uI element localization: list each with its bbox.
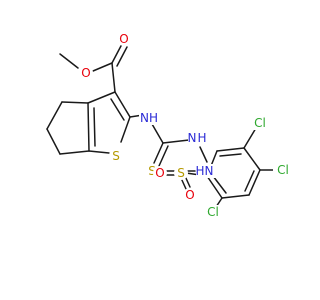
svg-text:O: O (81, 66, 90, 80)
hydrazine-n1: N H (188, 131, 208, 145)
bond-o-carbonyl (92, 62, 113, 72)
ester-oxygen-double: O (117, 32, 131, 46)
bond-ring-2-3 (216, 147, 245, 152)
svg-text:S: S (177, 166, 185, 180)
sulfonyl-oxygen-left: O (153, 166, 167, 180)
chlorine-right: Cl (273, 163, 293, 177)
bond-cthio-s-a (153, 142, 164, 164)
sulfonyl-oxygen-right: O (183, 188, 197, 202)
bond-ring-4-5-inner (244, 170, 255, 192)
bond-s-c6a (88, 150, 110, 154)
bond-c3a-c6a-b (93, 107, 96, 147)
ester-oxygen-single: O (79, 66, 93, 80)
svg-text:Cl: Cl (254, 116, 266, 130)
bond-c3a-c4 (61, 101, 89, 104)
svg-text:N: N (205, 164, 214, 178)
bond-ring-3-4 (243, 147, 261, 171)
bond-carbonyl-o-double-b (116, 46, 128, 67)
bond-cthio-s-b (158, 145, 169, 167)
atom-labels: O O S NH S N H N H S (79, 32, 293, 219)
svg-text:O: O (155, 166, 164, 180)
chlorine-top: Cl (250, 116, 270, 130)
svg-text:O: O (119, 32, 128, 46)
bond-c4-c5 (46, 101, 63, 130)
bond-ring-4-5 (248, 169, 261, 196)
svg-text:O: O (185, 188, 194, 202)
bond-c3-c2-a (114, 91, 131, 118)
bond-c5-c6 (46, 128, 61, 155)
svg-text:Cl: Cl (277, 163, 289, 177)
sulfonyl-sulfur: S (174, 166, 188, 180)
bond-ring-6-1-inner (212, 175, 227, 194)
bond-cthio-n1 (162, 139, 190, 144)
svg-text:S: S (148, 164, 156, 178)
chlorine-bottom: Cl (203, 205, 223, 219)
bond-carbonyl-o-double-a (111, 43, 123, 64)
bond-nh-cthio (151, 123, 164, 144)
bond-methyl-o (59, 53, 79, 69)
thiophene-sulfur: S (109, 149, 123, 163)
bond-ring-5-6 (221, 194, 250, 199)
svg-text:Cl: Cl (207, 205, 219, 219)
svg-text:H: H (195, 164, 204, 178)
svg-text:H: H (197, 131, 206, 145)
svg-text:NH: NH (140, 111, 158, 125)
bond-c3a-c3 (87, 91, 116, 104)
molecule-structure-diagram: O O S NH S N H N H S (46, 32, 293, 219)
svg-text:N: N (188, 131, 197, 145)
svg-text:S: S (112, 149, 120, 163)
bond-c6-c6a (59, 150, 90, 155)
amide-nh: NH (139, 111, 159, 125)
bond-c2-s (120, 116, 131, 143)
bond-ring-cl-top (243, 127, 257, 149)
bond-c3-c2-b (110, 98, 125, 121)
hydrazine-n2: N H (195, 164, 216, 178)
bond-carbonyl-c3 (111, 62, 116, 93)
bond-n1-n2 (199, 146, 208, 163)
bond-ring-2-3-inner (219, 153, 242, 157)
bond-ring-6-1 (206, 175, 223, 199)
bond-c3a-c6a-a (87, 102, 90, 152)
